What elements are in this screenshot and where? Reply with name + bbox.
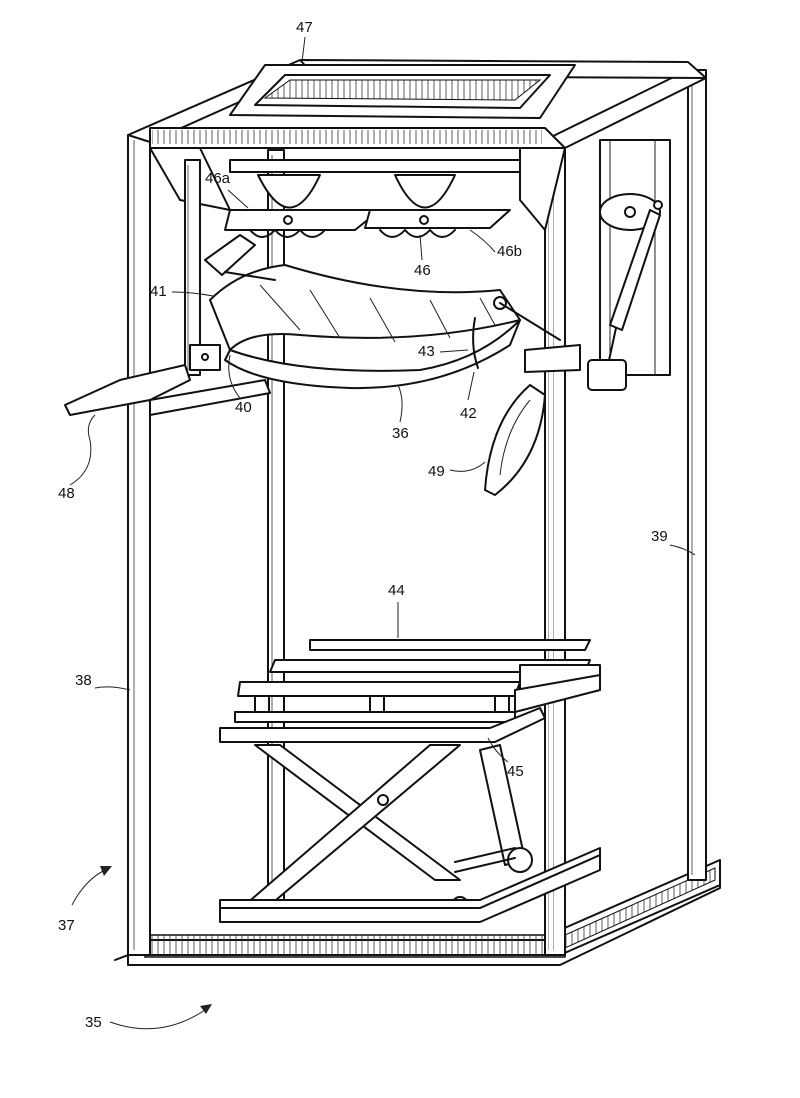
label-43: 43 <box>418 343 435 360</box>
reference-labels: 47 46a 46 46b 41 43 42 40 36 48 49 39 44… <box>58 19 696 1031</box>
pallet <box>234 639 601 723</box>
label-41: 41 <box>150 283 167 300</box>
label-49: 49 <box>428 463 445 480</box>
label-46a: 46a <box>205 170 231 187</box>
label-40: 40 <box>235 399 252 416</box>
label-44: 44 <box>388 582 405 599</box>
top-frame <box>127 59 707 231</box>
actuator-cylinder <box>587 193 663 391</box>
label-39: 39 <box>651 528 668 545</box>
label-46b: 46b <box>497 243 522 260</box>
right-chute <box>484 344 581 496</box>
scissor-lift <box>219 707 601 923</box>
base-frame <box>114 859 721 966</box>
scoop-assembly <box>224 159 521 238</box>
label-45: 45 <box>507 763 524 780</box>
label-47: 47 <box>296 19 313 36</box>
label-42: 42 <box>460 405 477 422</box>
curved-tray <box>189 234 561 390</box>
label-36: 36 <box>392 425 409 442</box>
left-chute <box>64 364 271 416</box>
label-48: 48 <box>58 485 75 502</box>
label-46: 46 <box>414 262 431 279</box>
label-35: 35 <box>85 1014 102 1031</box>
label-38: 38 <box>75 672 92 689</box>
label-37: 37 <box>58 917 75 934</box>
